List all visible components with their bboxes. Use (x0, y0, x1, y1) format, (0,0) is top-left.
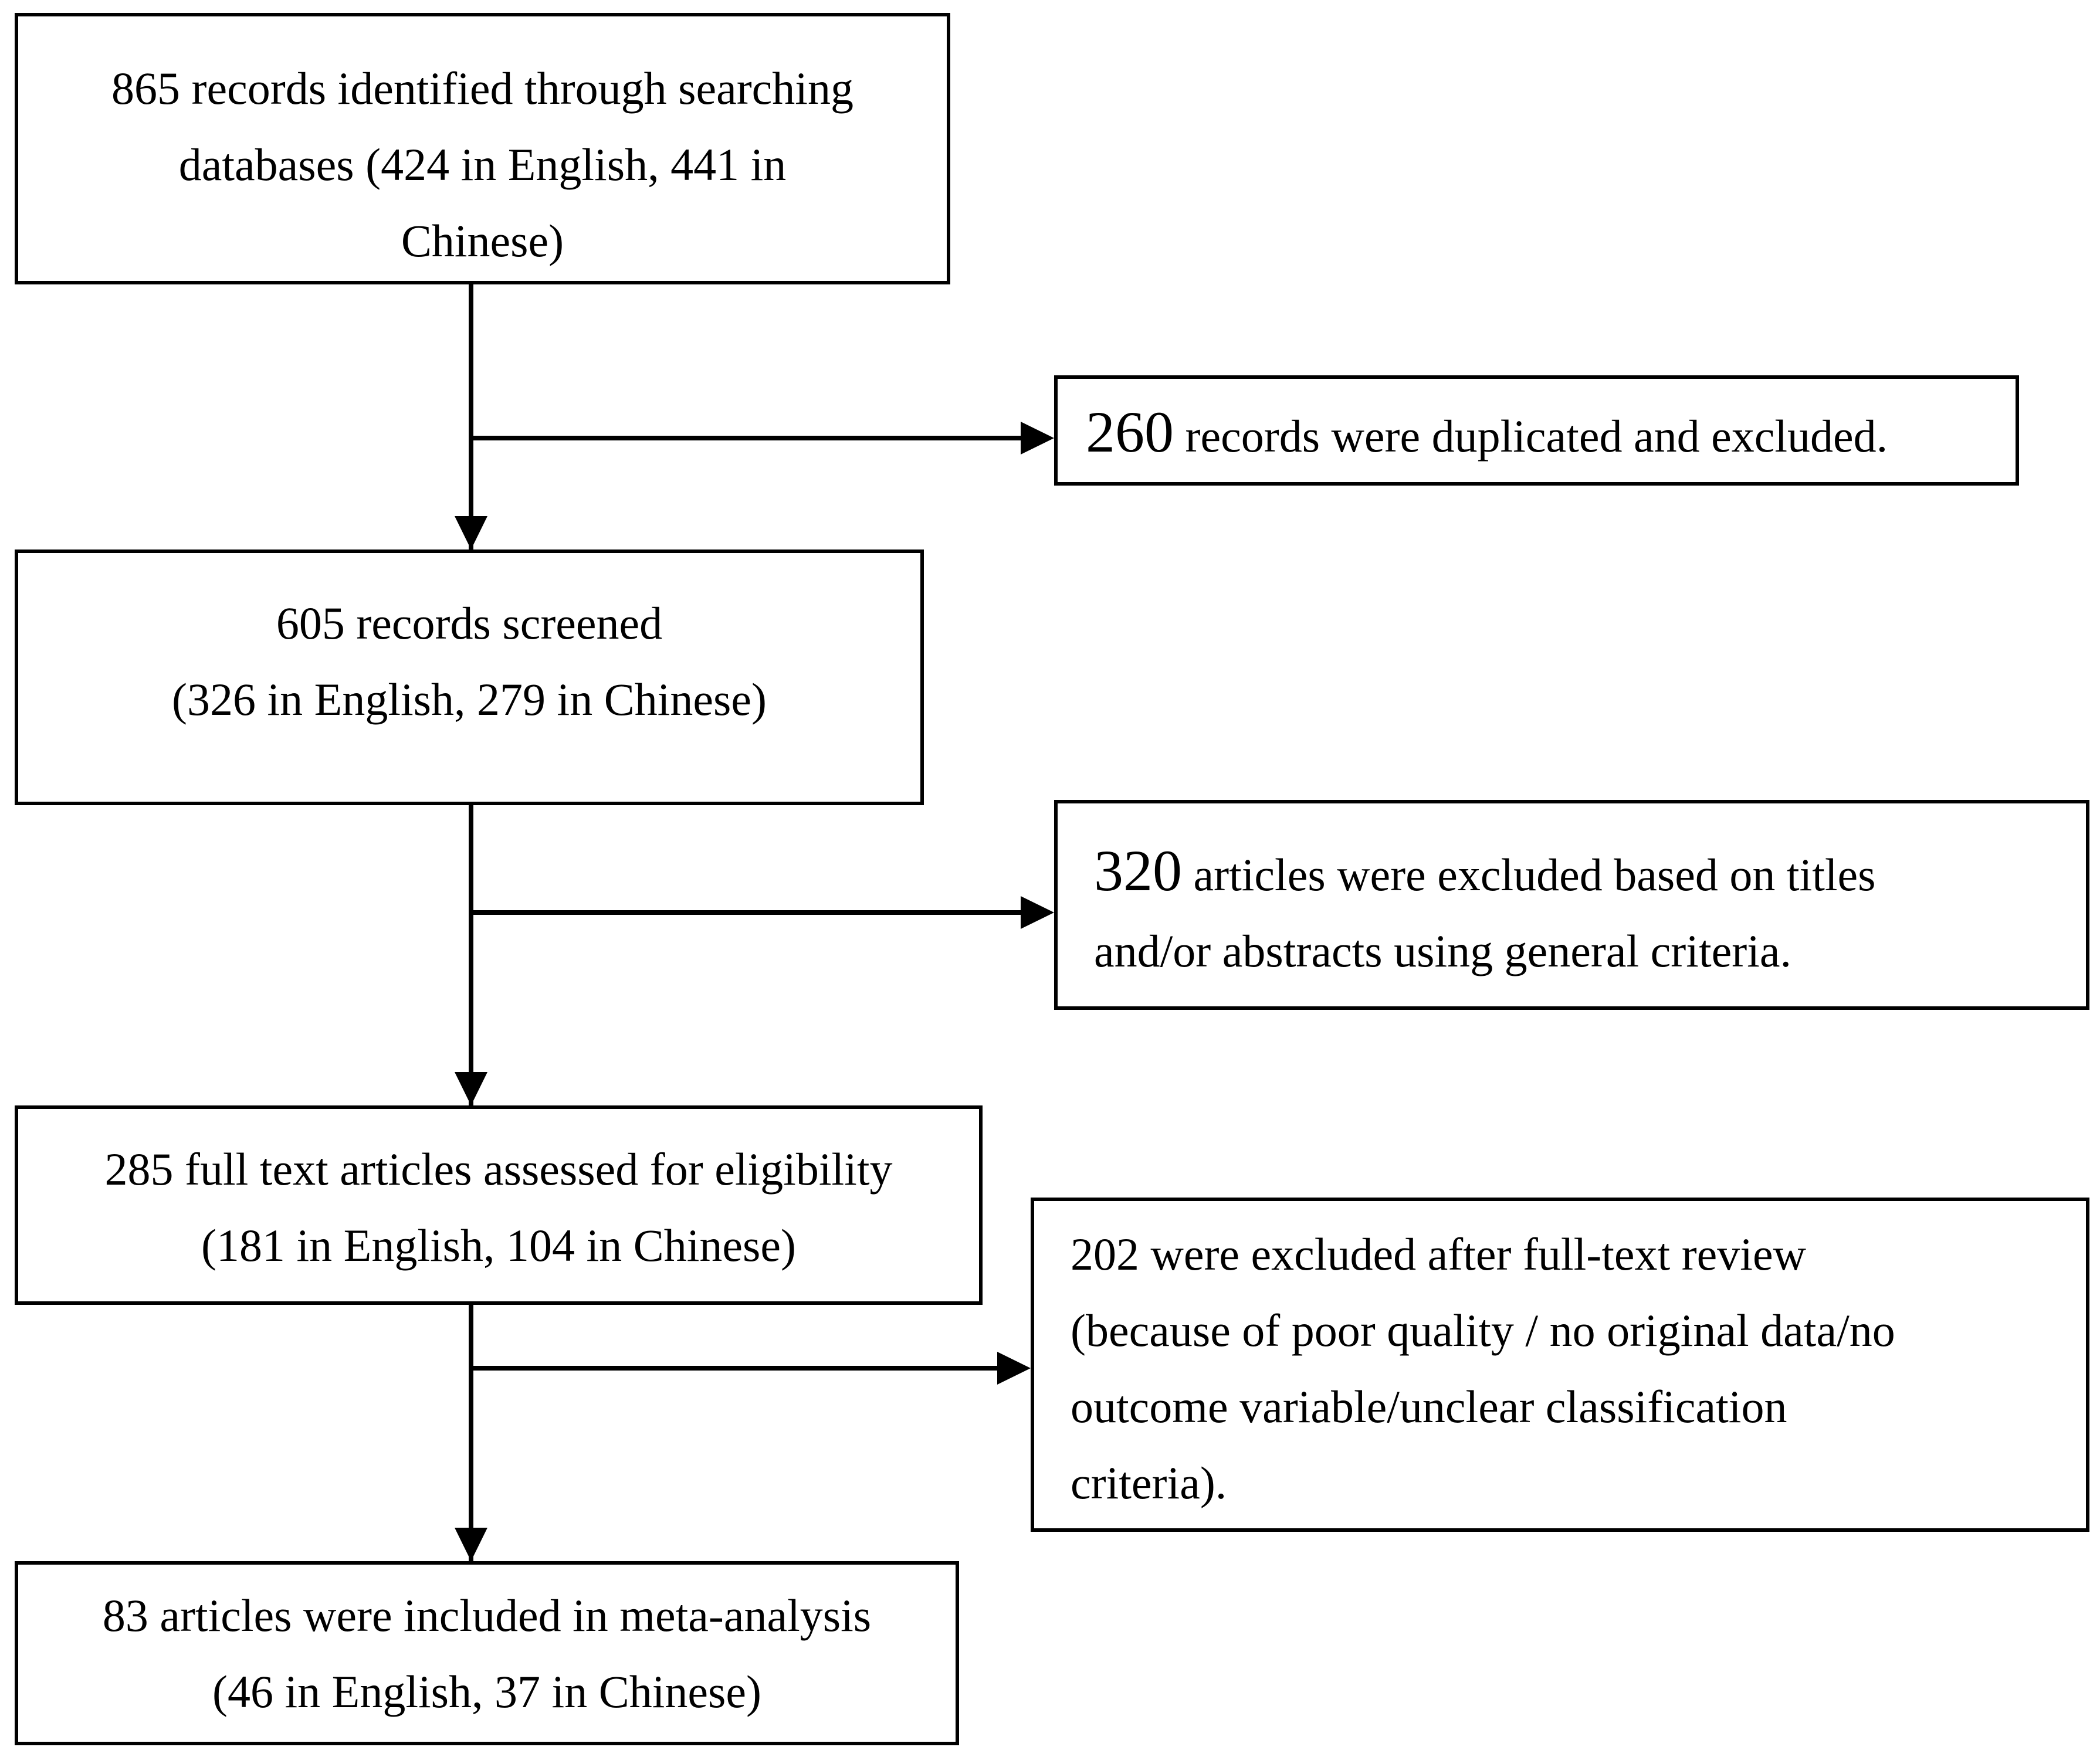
identified-line-1: 865 records identified through searching (111, 63, 853, 114)
screened-line-2: (326 in English, 279 in Chinese) (172, 674, 767, 725)
title-abstract-count: 320 (1094, 838, 1182, 903)
title-abstract-excluded-line-1: 320 articles were excluded based on titl… (1094, 833, 2086, 913)
arrowhead-down-2 (455, 1072, 487, 1105)
full-text-excluded-line-2: (because of poor quality / no original d… (1071, 1305, 1895, 1356)
included-line-2: (46 in English, 37 in Chinese) (212, 1666, 761, 1717)
full-text-excluded-line-4: criteria). (1071, 1457, 1227, 1508)
full-text-excluded-line-1: 202 were excluded after full-text review (1071, 1229, 1806, 1280)
title-abstract-line-1-rest: articles were excluded based on titles (1182, 849, 1876, 900)
identified-line-2: databases (424 in English, 441 in (178, 139, 787, 190)
included-box: 83 articles were included in meta-analys… (15, 1561, 959, 1745)
title-abstract-excluded-box: 320 articles were excluded based on titl… (1054, 800, 2089, 1010)
title-abstract-excluded-line-2: and/or abstracts using general criteria. (1094, 925, 1792, 976)
full-text-excluded-line-3: outcome variable/unclear classification (1071, 1381, 1787, 1432)
duplicates-label: records were duplicated and excluded. (1174, 411, 1888, 462)
identified-box: 865 records identified through searching… (15, 13, 950, 284)
full-text-excluded-box: 202 were excluded after full-text review… (1031, 1198, 2089, 1532)
duplicates-excluded-text: 260 records were duplicated and excluded… (1086, 394, 2016, 474)
included-line-1: 83 articles were included in meta-analys… (102, 1590, 872, 1641)
eligibility-box: 285 full text articles assessed for elig… (15, 1105, 983, 1305)
arrowhead-right-1 (1021, 422, 1054, 454)
arrowhead-down-3 (455, 1528, 487, 1561)
arrowhead-down-1 (455, 516, 487, 550)
duplicates-count: 260 (1086, 399, 1174, 464)
arrowhead-right-3 (997, 1352, 1031, 1385)
eligibility-line-2: (181 in English, 104 in Chinese) (201, 1220, 796, 1271)
identified-line-3: Chinese) (401, 215, 564, 266)
arrowhead-right-2 (1021, 896, 1054, 929)
screened-box: 605 records screened (326 in English, 27… (15, 550, 924, 805)
eligibility-line-1: 285 full text articles assessed for elig… (104, 1144, 893, 1195)
screened-line-1: 605 records screened (276, 598, 663, 649)
duplicates-excluded-box: 260 records were duplicated and excluded… (1054, 375, 2019, 486)
